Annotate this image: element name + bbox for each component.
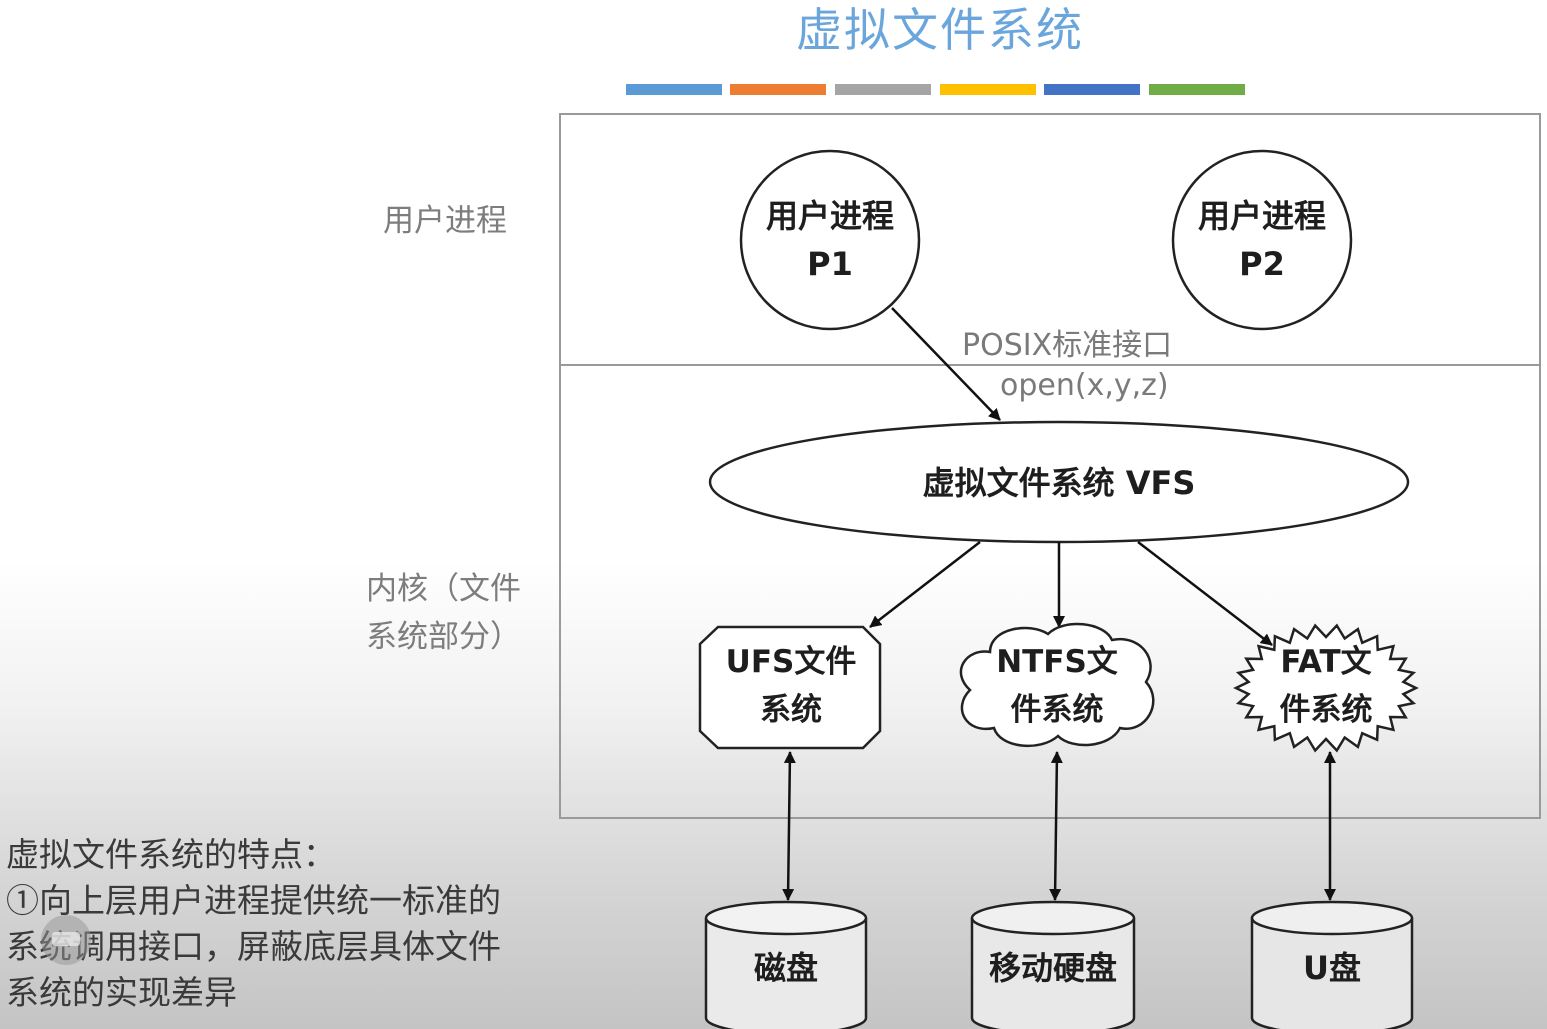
process-p2-label: 用户进程 P2 bbox=[1197, 197, 1326, 283]
process-node-p1 bbox=[739, 149, 921, 331]
fat-node bbox=[1233, 623, 1419, 753]
features-notes: 虚拟文件系统的特点： ①向上层用户进程提供统一标准的 系统调用接口，屏蔽底层具体… bbox=[6, 832, 596, 1016]
mobile-disk-cylinder bbox=[970, 900, 1136, 1029]
ufs-label: UFS文件系统 bbox=[725, 644, 857, 728]
color-bar bbox=[1044, 84, 1140, 95]
user-layer-label: 用户进程 bbox=[383, 203, 507, 239]
color-bar bbox=[940, 84, 1036, 95]
page-title: 虚拟文件系统 bbox=[796, 3, 1084, 57]
notes-line: 系统调用接口，屏蔽底层具体文件 bbox=[6, 927, 501, 966]
arrow-ufs-disk bbox=[782, 751, 796, 901]
process-node-p2 bbox=[1171, 149, 1353, 331]
mobile-disk-label: 移动硬盘 bbox=[988, 949, 1117, 987]
process-p1-label: 用户进程 P1 bbox=[765, 197, 894, 283]
notes-heading: 虚拟文件系统的特点： bbox=[6, 835, 336, 874]
open-call-label: open(x,y,z) bbox=[1000, 368, 1169, 403]
ntfs-node bbox=[959, 622, 1155, 748]
notes-line: 系统的实现差异 bbox=[6, 973, 237, 1012]
arrow-vfs-to-fat bbox=[1137, 541, 1273, 646]
notes-line: ①向上层用户进程提供统一标准的 bbox=[6, 881, 501, 920]
arrow-ntfs-mobile-disk bbox=[1049, 751, 1063, 901]
ufs-node bbox=[698, 625, 882, 750]
color-bar bbox=[730, 84, 826, 95]
arrow-vfs-to-ufs bbox=[869, 541, 981, 628]
layer-divider bbox=[559, 364, 1541, 366]
usb-disk-label: U盘 bbox=[1303, 949, 1361, 987]
fat-label: FAT文件系统 bbox=[1279, 644, 1373, 728]
watermark-logo-icon bbox=[41, 915, 91, 965]
vfs-label: 虚拟文件系统 VFS bbox=[922, 464, 1196, 502]
color-bar bbox=[626, 84, 722, 95]
color-bar bbox=[1149, 84, 1245, 95]
posix-interface-label: POSIX标准接口 bbox=[962, 328, 1173, 363]
kernel-layer-label: 内核（文件系统部分） bbox=[366, 571, 521, 655]
color-bar bbox=[835, 84, 931, 95]
usb-disk-cylinder bbox=[1250, 900, 1414, 1029]
arrow-p1-to-vfs bbox=[891, 307, 1001, 421]
disk-cylinder bbox=[704, 900, 868, 1029]
disk-label: 磁盘 bbox=[753, 949, 818, 987]
ntfs-label: NTFS文件系统 bbox=[996, 644, 1118, 728]
